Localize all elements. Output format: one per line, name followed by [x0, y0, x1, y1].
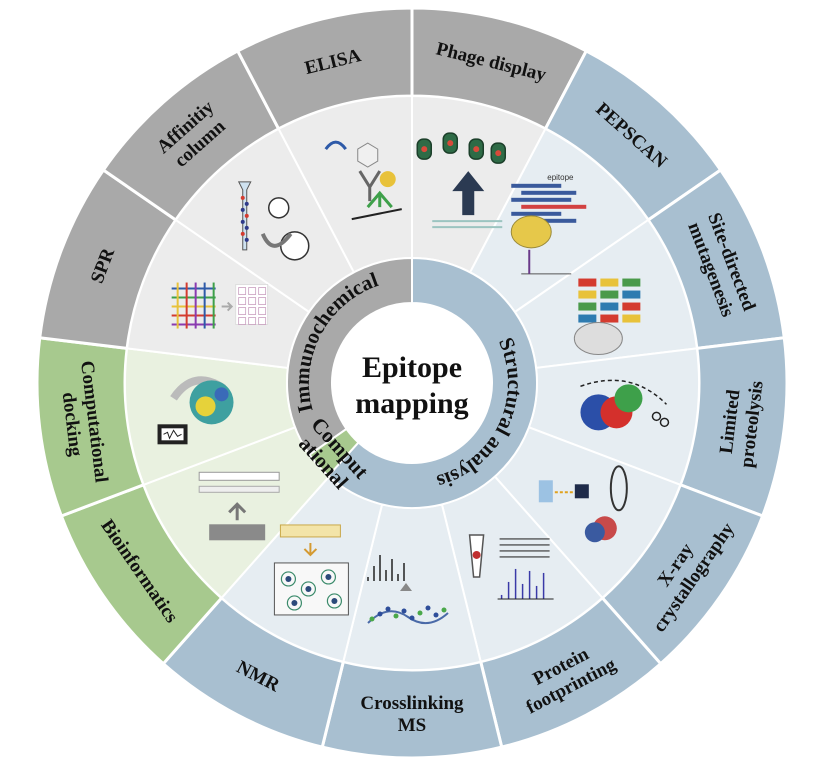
illustration-spr [171, 282, 269, 329]
illustration-sdm [573, 278, 641, 356]
label-line: MS [398, 715, 427, 736]
label-line: Crosslinking [360, 693, 464, 714]
illustration-xlms [367, 555, 449, 624]
illustration-nmr [273, 524, 349, 616]
epitope-tag: epitope [547, 173, 574, 182]
illustration-bioinfo [198, 471, 280, 541]
center-circle [332, 303, 492, 463]
illustration-pepscan: epitope [510, 173, 587, 275]
outer-ring [35, 6, 789, 760]
illustration-elisa [324, 140, 402, 221]
illustration-footprint [468, 534, 554, 600]
illustration-docking [157, 376, 234, 445]
illustration-limited [580, 379, 670, 431]
illustrations: epitope [157, 132, 670, 624]
illustration-xray [538, 465, 628, 543]
illustration-affinity [237, 181, 310, 261]
illustration-phage [416, 132, 507, 229]
